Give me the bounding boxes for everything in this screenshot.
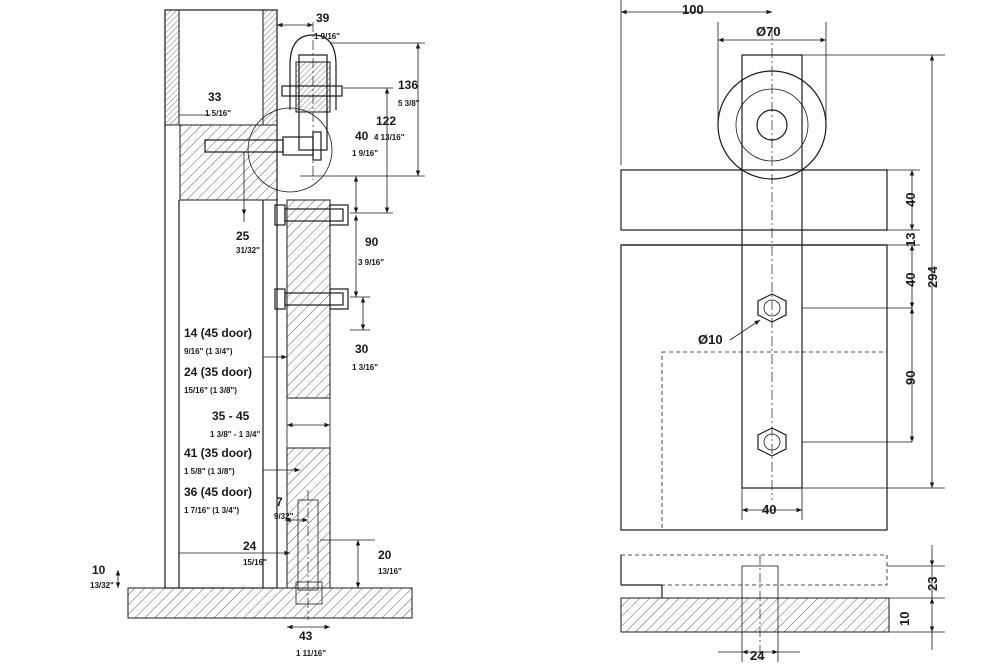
label-35-45-in: 1 3/8" - 1 3/4": [210, 430, 260, 439]
label-43-in: 1 11/16": [296, 649, 326, 658]
door-bolt-2: [274, 288, 349, 310]
door-panel: [620, 244, 888, 531]
label-13: 13: [903, 233, 918, 247]
label-24-in: 15/16": [243, 558, 267, 567]
front-view: 100 Ø70 Ø10 40 13 40 294 90 40 23 10 24: [620, 0, 945, 663]
label-24: 24: [243, 539, 257, 553]
label-23: 23: [925, 577, 940, 591]
rail: [620, 169, 888, 231]
label-122-in: 4 13/16": [374, 133, 405, 142]
label-7-in: 9/32": [274, 512, 294, 521]
label-35-45: 35 - 45: [212, 409, 250, 423]
label-43: 43: [299, 629, 313, 643]
label-39-in: 1 9/16": [314, 32, 340, 41]
label-100: 100: [682, 2, 704, 17]
label-36-45-door-in: 1 7/16" (1 3/4"): [184, 506, 240, 515]
wall: [164, 9, 278, 589]
label-24-front: 24: [750, 648, 765, 663]
label-294: 294: [925, 266, 940, 288]
label-25-in: 31/32": [236, 246, 260, 255]
label-90: 90: [365, 235, 379, 249]
floor-detail: [620, 554, 890, 660]
label-10-bottom: 10: [897, 612, 912, 626]
label-36-45-door: 36 (45 door): [184, 485, 252, 499]
label-14-45-door: 14 (45 door): [184, 326, 252, 340]
label-41-35-door: 41 (35 door): [184, 446, 252, 460]
label-40-width: 40: [762, 502, 776, 517]
label-30: 30: [355, 342, 369, 356]
label-14-45-door-in: 9/16" (1 3/4"): [184, 347, 233, 356]
side-view: 39 1 9/16" 136 5 3/8" 122 4 13/16" 33 1 …: [90, 9, 425, 658]
label-90: 90: [903, 371, 918, 385]
floor-guide: [295, 490, 323, 620]
label-136: 136: [398, 78, 418, 92]
label-136-in: 5 3/8": [398, 99, 420, 108]
label-41-35-door-in: 1 5/8" (1 3/8"): [184, 467, 235, 476]
bolt-head-1: [757, 293, 787, 323]
label-10-in: 13/32": [90, 581, 114, 590]
label-40-a: 40: [903, 193, 918, 207]
label-33: 33: [208, 90, 222, 104]
label-40-in: 1 9/16": [352, 149, 378, 158]
label-dia-10: Ø10: [698, 332, 723, 347]
side-dim-lines: [115, 22, 425, 630]
label-90-in: 3 9/16": [358, 258, 384, 267]
label-24-35-door: 24 (35 door): [184, 365, 252, 379]
floor: [127, 587, 413, 619]
front-dim-lines: [620, 0, 945, 662]
label-20-in: 13/16": [378, 567, 402, 576]
label-20: 20: [378, 548, 392, 562]
label-24-35-door-in: 15/16" (1 3/8"): [184, 386, 237, 395]
label-dia-70: Ø70: [756, 24, 781, 39]
bolt-head-2: [757, 427, 787, 457]
label-7: 7: [276, 495, 283, 509]
label-10: 10: [92, 563, 106, 577]
label-30-in: 1 3/16": [352, 363, 378, 372]
label-40-b: 40: [903, 273, 918, 287]
door: [286, 199, 331, 589]
label-122: 122: [376, 114, 396, 128]
label-25: 25: [236, 229, 250, 243]
label-40: 40: [355, 129, 369, 143]
label-33-in: 1 5/16": [205, 109, 231, 118]
front-labels: 100 Ø70 Ø10 40 13 40 294 90 40 23 10 24: [682, 2, 940, 663]
door-hidden-edge: [661, 351, 888, 531]
door-bolt-1: [274, 204, 349, 226]
label-39: 39: [316, 11, 330, 25]
side-labels: 39 1 9/16" 136 5 3/8" 122 4 13/16" 33 1 …: [90, 11, 420, 658]
